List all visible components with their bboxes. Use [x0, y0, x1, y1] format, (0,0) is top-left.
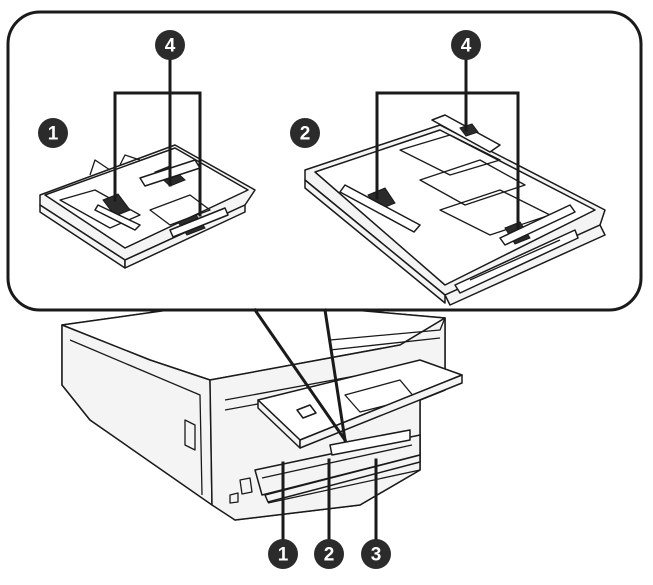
callout-4-leaders [113, 58, 520, 230]
inset-panel [6, 10, 643, 312]
callout-2-bottom: 2 [314, 539, 344, 569]
callout-4-left: 4 [155, 30, 185, 60]
callout-1-inset: 1 [38, 118, 68, 148]
callout-3-bottom: 3 [361, 539, 391, 569]
callout-4-left-label: 4 [165, 36, 176, 57]
callout-1-inset-label: 1 [48, 124, 59, 145]
callout-2-bottom-label: 2 [324, 545, 335, 566]
callout-1-bottom-label: 1 [278, 545, 289, 566]
callout-1-bottom: 1 [268, 539, 298, 569]
callout-4-right: 4 [451, 30, 481, 60]
printer-illustration [61, 299, 463, 521]
bottom-callout-leaders [281, 458, 378, 542]
callout-2-inset: 2 [290, 118, 320, 148]
callout-3-bottom-label: 3 [371, 545, 382, 566]
callout-2-inset-label: 2 [300, 124, 311, 145]
callout-4-right-label: 4 [461, 36, 472, 57]
inset-pointer-lines [252, 307, 348, 443]
cassette-2-illustration [304, 114, 606, 306]
